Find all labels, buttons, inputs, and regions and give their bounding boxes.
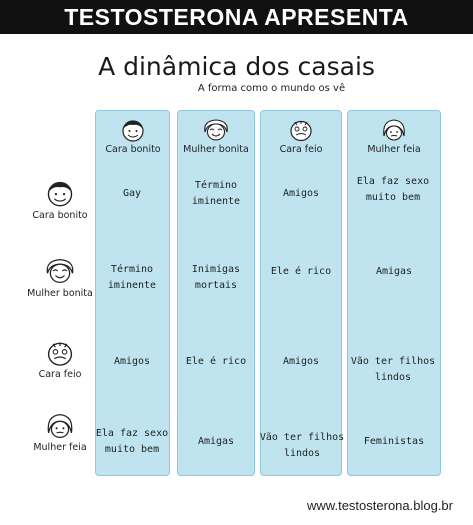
column-band-1 xyxy=(95,110,170,476)
grid-cell-r2-c4: Amigas xyxy=(375,266,413,277)
grid-cell-r4-c3: Vão ter filhos lindos xyxy=(259,432,345,459)
grid-cell-r1-c1: Gay xyxy=(122,188,142,199)
pretty-woman-face-icon xyxy=(204,119,228,141)
grid-cell-r1-c4: Ela faz sexo muito bem xyxy=(356,176,430,203)
grid-cell-r2-c1: Término iminente xyxy=(107,264,157,291)
grid-cell-r3-c2: Ele é rico xyxy=(185,356,247,367)
pretty-woman-face-icon xyxy=(46,259,74,283)
ugly-woman-face-icon xyxy=(383,119,405,141)
ugly-woman-face-icon xyxy=(47,413,73,439)
row-header-mulher-bonita: Mulher bonita xyxy=(20,256,100,299)
column-band-3 xyxy=(260,110,342,476)
column-label: Mulher bonita xyxy=(183,144,249,155)
grid-cell-r1-c2: Término iminente xyxy=(191,180,241,207)
row-label: Cara bonito xyxy=(32,210,88,221)
row-label: Cara feio xyxy=(38,369,82,380)
banner-title: TESTOSTERONA APRESENTA xyxy=(0,0,473,34)
row-header-mulher-feia: Mulher feia xyxy=(20,412,100,453)
grid-cell-r4-c4: Feministas xyxy=(363,436,425,447)
grid-cell-r2-c2: Inimigas mortais xyxy=(191,264,241,291)
handsome-guy-face-icon xyxy=(122,120,144,142)
grid-cell-r3-c3: Amigos xyxy=(282,356,320,367)
column-header-cara-bonito: Cara bonito xyxy=(97,118,169,155)
row-header-cara-bonito: Cara bonito xyxy=(20,178,100,221)
column-header-mulher-feia: Mulher feia xyxy=(350,118,438,155)
grid-cell-r3-c1: Amigos xyxy=(113,356,151,367)
row-label: Mulher bonita xyxy=(27,288,93,299)
ugly-guy-face-icon xyxy=(47,342,73,366)
footer-url: www.testosterona.blog.br xyxy=(307,498,453,513)
page-title: A dinâmica dos casais xyxy=(98,52,375,81)
column-header-mulher-bonita: Mulher bonita xyxy=(177,118,255,155)
column-label: Mulher feia xyxy=(367,144,421,155)
grid-cell-r4-c2: Amigas xyxy=(197,436,235,447)
column-band-2 xyxy=(177,110,255,476)
column-label: Cara bonito xyxy=(105,144,161,155)
row-label: Mulher feia xyxy=(33,442,87,453)
grid-cell-r2-c3: Ele é rico xyxy=(270,266,332,277)
grid-cell-r1-c3: Amigos xyxy=(282,188,320,199)
handsome-guy-face-icon xyxy=(47,181,73,207)
column-label: Cara feio xyxy=(279,144,323,155)
ugly-guy-face-icon xyxy=(290,120,312,142)
grid-cell-r4-c1: Ela faz sexo muito bem xyxy=(95,428,169,455)
grid-cell-r3-c4: Vão ter filhos lindos xyxy=(350,356,436,383)
column-header-cara-feio: Cara feio xyxy=(262,118,340,155)
column-band-4 xyxy=(347,110,441,476)
page-subtitle: A forma como o mundo os vê xyxy=(197,83,346,94)
row-header-cara-feio: Cara feio xyxy=(20,339,100,380)
